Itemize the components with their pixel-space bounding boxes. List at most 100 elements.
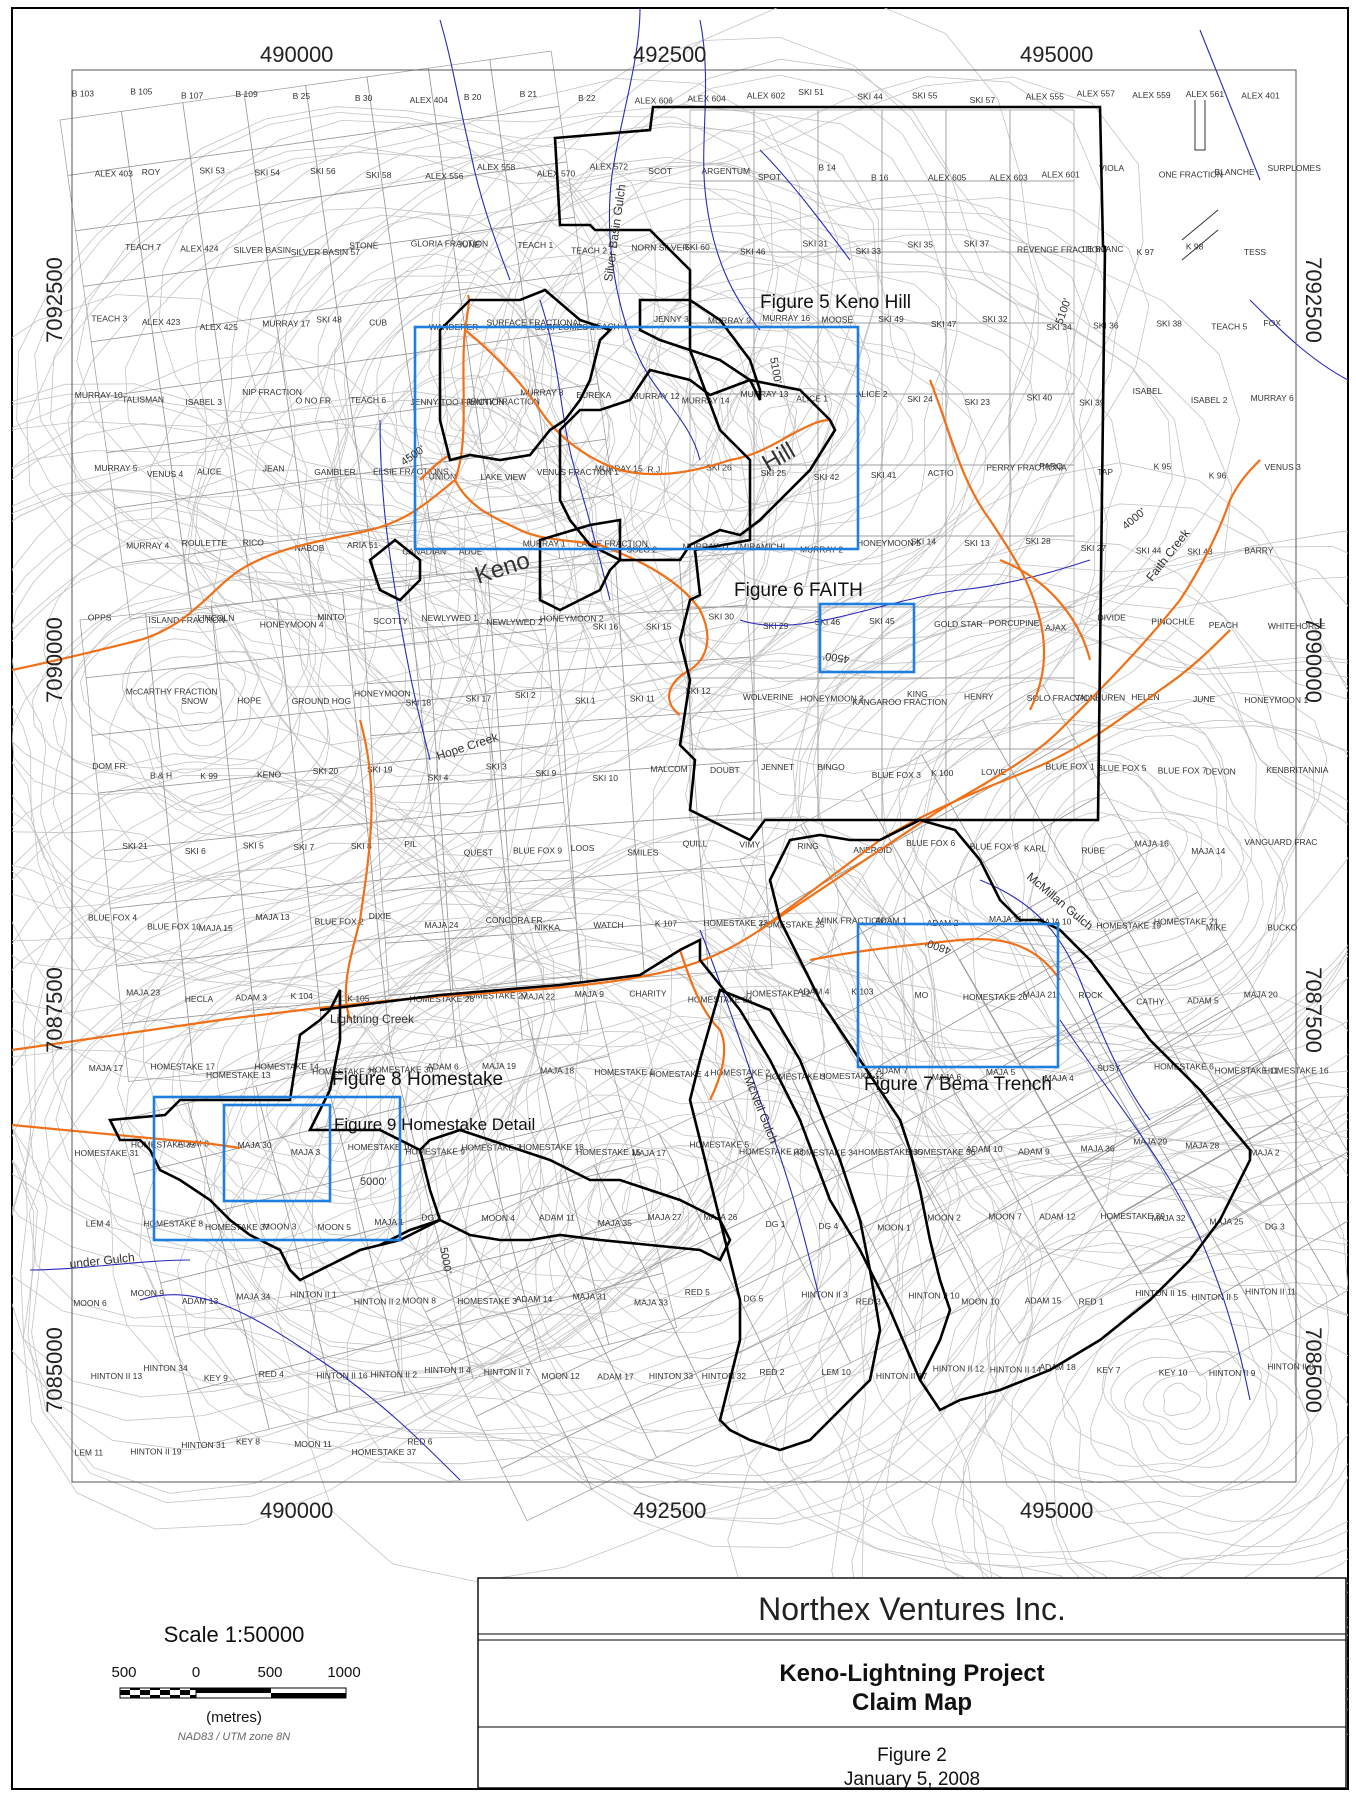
contour-line bbox=[559, 1116, 745, 1282]
claim-label: ALEX 401 bbox=[1241, 91, 1280, 101]
claim-label: MOOSE bbox=[821, 314, 853, 324]
road-keno-main bbox=[12, 294, 470, 672]
contour-line bbox=[1101, 843, 1141, 878]
claim-label: HINTON II 14 bbox=[990, 1365, 1042, 1375]
claim-label: ALICE 2 bbox=[856, 389, 888, 399]
claim-label: SKI 38 bbox=[1156, 319, 1182, 329]
claim-label: O NO FR bbox=[296, 395, 331, 405]
claim-label: QUILL bbox=[683, 839, 708, 849]
claim-label: K 99 bbox=[200, 771, 218, 781]
claim-label: CONCORA FR bbox=[486, 915, 543, 925]
claim-label: ISLAND FRACTION bbox=[149, 615, 226, 625]
contour-line bbox=[121, 638, 284, 774]
contour-line bbox=[12, 768, 797, 1504]
contour-line bbox=[898, 678, 1348, 1075]
claim-label: SKI 17 bbox=[466, 694, 492, 704]
claim-label: NORN SILVER bbox=[631, 242, 688, 252]
contour-line bbox=[782, 1031, 1348, 1788]
claim-label: TAP bbox=[1097, 467, 1113, 477]
claim-label: NEWLYWED 2 bbox=[486, 617, 543, 627]
claim-label: DOUBT bbox=[710, 765, 740, 775]
contour-line bbox=[630, 262, 973, 563]
contour-line bbox=[16, 104, 879, 818]
claim-label: MAJA 11 bbox=[989, 914, 1023, 924]
claim-label: ELSIE FRACTIONS bbox=[373, 467, 449, 477]
figure-9-label: Figure 9 Homestake Detail bbox=[334, 1115, 535, 1134]
road-east-branch-2 bbox=[999, 558, 1092, 661]
claim-label: SKI 48 bbox=[316, 315, 342, 325]
creek-mcmillan bbox=[979, 879, 1151, 1121]
easting-top-2: 492500 bbox=[633, 42, 706, 67]
claim-label: ADAM 1 bbox=[875, 916, 907, 926]
claim-label: HOMESTAKE 22 bbox=[746, 988, 811, 998]
claim-label: HOMESTAKE 7 bbox=[461, 1143, 521, 1153]
contour-line bbox=[1026, 759, 1245, 954]
claim-label: NIKKA bbox=[534, 923, 560, 933]
claim-label: McCARTHY FRACTION bbox=[126, 686, 218, 696]
claim-label: SKI 26 bbox=[706, 462, 732, 472]
claim-label: RED 3 bbox=[856, 1296, 881, 1306]
claim-cell bbox=[515, 975, 589, 1041]
claim-label: MAJA 18 bbox=[540, 1066, 574, 1076]
claim-label: JUNE bbox=[1193, 694, 1216, 704]
figure-9-box bbox=[222, 1103, 332, 1203]
claim-label: MAJA 1 bbox=[374, 1217, 404, 1227]
claim-label: ARGENTUM bbox=[702, 166, 751, 176]
claim-label: MURRAY 10 bbox=[75, 390, 123, 400]
claim-label: KEY 8 bbox=[236, 1437, 260, 1447]
contour-line bbox=[12, 488, 485, 964]
claim-label: HOMESTAKE 34 bbox=[793, 1148, 858, 1158]
claim-block-south bbox=[319, 818, 1252, 1412]
claim-label: HOMESTAKE 20 bbox=[963, 992, 1028, 1002]
contour-line bbox=[969, 735, 1250, 975]
claim-label: HOMESTAKE 35 bbox=[858, 1147, 923, 1157]
claim-label: ALEX 403 bbox=[95, 169, 134, 179]
contour-line bbox=[310, 1104, 351, 1139]
claim-label: MAJA 31 bbox=[573, 1292, 607, 1302]
claim-label: SKI 49 bbox=[878, 314, 904, 324]
contour-line bbox=[12, 422, 532, 1032]
claim-label: VENUS FRACTION 1 bbox=[537, 467, 619, 477]
contour-line bbox=[954, 1172, 1348, 1597]
contour-line bbox=[1075, 814, 1176, 901]
contour-line bbox=[130, 650, 260, 760]
claim-label: SKI 28 bbox=[1025, 536, 1051, 546]
contour-line bbox=[1011, 752, 1253, 965]
contour-line bbox=[882, 692, 1328, 1066]
claim-label: MURRAY 13 bbox=[741, 389, 789, 399]
contour-line bbox=[252, 226, 670, 573]
contour-line bbox=[984, 1249, 1339, 1561]
claim-label: MAJA 36 bbox=[1081, 1144, 1115, 1154]
contour-line bbox=[1101, 1338, 1263, 1473]
contour-line bbox=[1124, 1357, 1222, 1446]
claim-cell bbox=[704, 915, 773, 974]
contour-line bbox=[109, 611, 300, 769]
claim-label: LEM 10 bbox=[822, 1367, 852, 1377]
claim-label: B 20 bbox=[464, 92, 482, 102]
contour-line bbox=[643, 287, 950, 556]
contour-line bbox=[335, 281, 637, 544]
contour-line bbox=[700, 545, 1348, 1202]
claim-label: SKI 41 bbox=[871, 470, 897, 480]
claim-label: SKI 44 bbox=[857, 92, 883, 102]
creek-lower-east bbox=[1059, 1019, 1251, 1401]
claim-block-murray bbox=[558, 368, 837, 562]
contour-line bbox=[12, 775, 789, 1494]
claim-label: HOMESTAKE 3 bbox=[766, 1072, 826, 1082]
contour-line bbox=[12, 383, 616, 1052]
claim-label: KING bbox=[907, 689, 928, 699]
contour-line bbox=[758, 404, 798, 438]
claim-label: BLUE FOX 5 bbox=[1097, 763, 1146, 773]
contour-line bbox=[831, 1045, 1348, 1707]
claim-label: SKI 8 bbox=[351, 841, 372, 851]
claim-label: WATCH bbox=[593, 920, 623, 930]
claim-label: SKI 15 bbox=[646, 622, 672, 632]
contour-line bbox=[498, 1066, 789, 1298]
claim-label: HINTON 32 bbox=[702, 1371, 747, 1381]
easting-bottom-3: 495000 bbox=[1020, 1498, 1093, 1523]
claim-label: HOMESTAKE 29 bbox=[312, 1067, 377, 1077]
contour-line bbox=[67, 115, 774, 748]
road-lightning bbox=[12, 629, 1231, 1052]
claim-label: HINTON II 9 bbox=[1209, 1368, 1256, 1378]
